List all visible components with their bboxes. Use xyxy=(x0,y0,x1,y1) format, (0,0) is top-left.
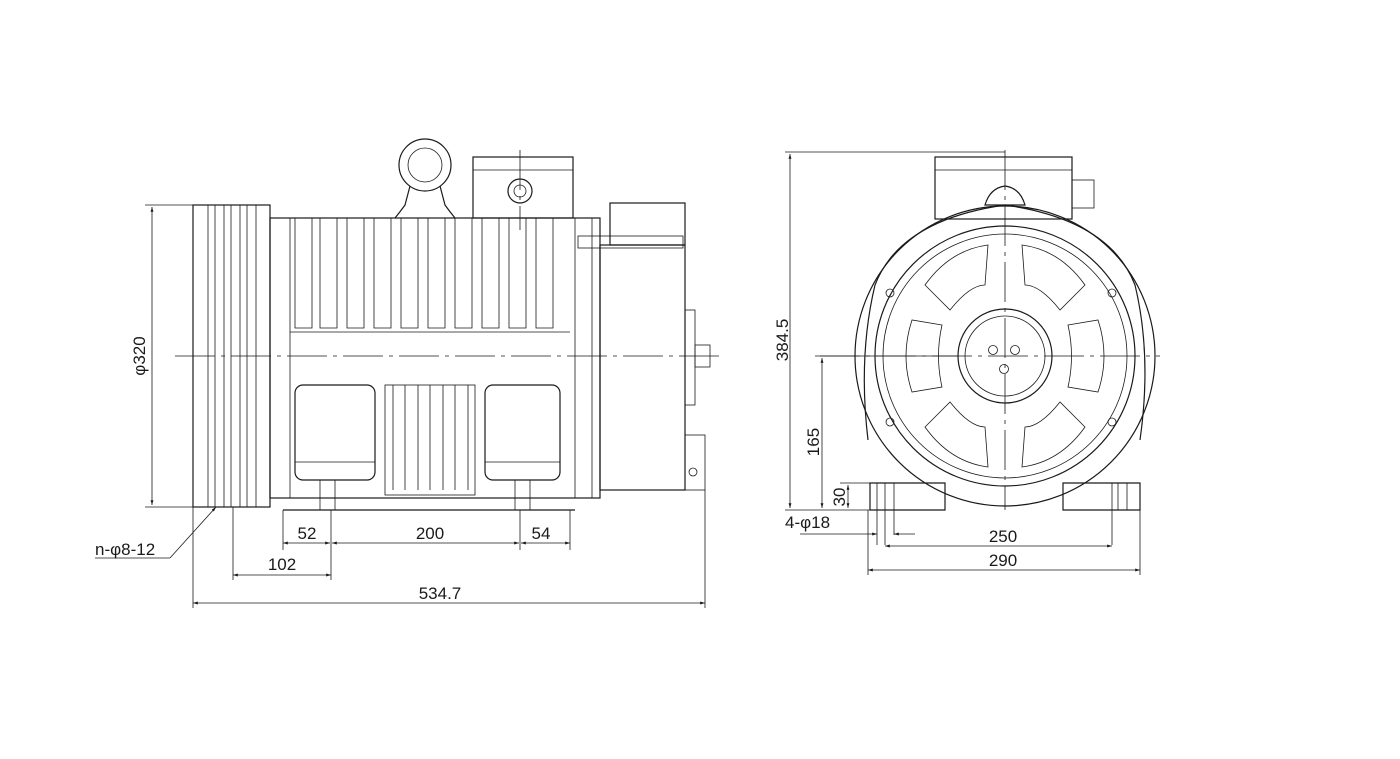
dim-foot-height: 30 xyxy=(830,488,849,507)
side-dimensions: φ320 n-φ8-12 52 200 54 102 534.7 xyxy=(95,204,706,608)
foot-left xyxy=(294,384,376,481)
dim-groove-note: n-φ8-12 xyxy=(95,540,155,559)
dim-52: 52 xyxy=(298,524,317,543)
dim-hole-spacing: 250 xyxy=(989,527,1017,546)
lifting-eye-bolt xyxy=(394,138,456,219)
spoke-windows xyxy=(905,244,1105,468)
junction-box xyxy=(472,150,574,230)
dim-shaft-height: 165 xyxy=(804,428,823,456)
dim-mount-holes: 4-φ18 xyxy=(785,513,830,532)
front-dimensions: 384.5 165 30 4-φ18 250 290 xyxy=(773,151,1141,575)
foot-right-front xyxy=(1062,482,1141,511)
front-view: 384.5 165 30 4-φ18 250 290 xyxy=(773,150,1160,575)
housing-outline xyxy=(863,204,1146,441)
brake-housing xyxy=(577,202,711,491)
dim-base-width: 290 xyxy=(989,551,1017,570)
dim-overall-height: 384.5 xyxy=(773,319,792,362)
dim-102: 102 xyxy=(268,555,296,574)
motor-body xyxy=(269,217,601,511)
junction-box-front xyxy=(934,156,1073,220)
dim-54: 54 xyxy=(532,524,551,543)
dim-200: 200 xyxy=(416,524,444,543)
cover-bolts xyxy=(885,288,1117,427)
foot-right xyxy=(484,384,561,481)
foot-left-front xyxy=(869,482,946,511)
side-view: φ320 n-φ8-12 52 200 54 102 534.7 xyxy=(95,138,720,608)
cooling-fins xyxy=(290,218,570,496)
dim-overall-length: 534.7 xyxy=(419,584,462,603)
dim-sheave-diameter: φ320 xyxy=(130,336,149,375)
traction-sheave xyxy=(192,204,271,508)
